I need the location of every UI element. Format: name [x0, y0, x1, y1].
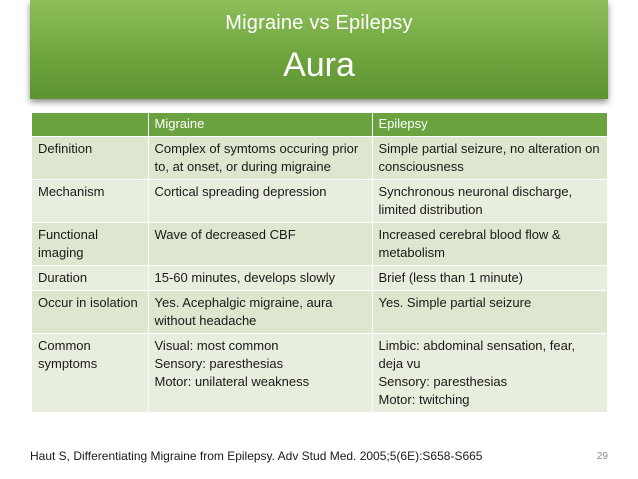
- symptom-line: Sensory: paresthesias: [378, 374, 508, 389]
- table-row: Occur in isolation Yes. Acephalgic migra…: [32, 290, 607, 334]
- epilepsy-cell: Increased cerebral blood flow & metaboli…: [371, 222, 607, 266]
- symptom-line: Visual: most common: [154, 338, 279, 353]
- epilepsy-cell: Brief (less than 1 minute): [371, 265, 607, 291]
- migraine-cell: Complex of symtoms occuring prior to, at…: [147, 136, 372, 180]
- symptom-line: Limbic: abdominal sensation, fear, deja …: [378, 338, 576, 371]
- row-label: Functional imaging: [32, 222, 148, 266]
- header-empty: [32, 113, 148, 137]
- row-label: Occur in isolation: [32, 290, 148, 334]
- table-row: Functional imaging Wave of decreased CBF…: [32, 222, 607, 266]
- row-label: Definition: [32, 136, 148, 180]
- migraine-cell: Cortical spreading depression: [147, 179, 372, 223]
- title-banner: Migraine vs Epilepsy Aura: [30, 0, 608, 99]
- row-label: Duration: [32, 265, 148, 291]
- slide-title: Migraine vs Epilepsy: [225, 12, 413, 34]
- migraine-cell: Visual: most common Sensory: paresthesia…: [147, 333, 372, 413]
- header-migraine: Migraine: [147, 113, 372, 137]
- migraine-cell: Wave of decreased CBF: [147, 222, 372, 266]
- table-row: Duration 15-60 minutes, develops slowly …: [32, 265, 607, 291]
- epilepsy-cell: Yes. Simple partial seizure: [371, 290, 607, 334]
- symptom-line: Motor: twitching: [378, 392, 470, 407]
- header-epilepsy: Epilepsy: [371, 113, 607, 137]
- migraine-cell: 15-60 minutes, develops slowly: [147, 265, 372, 291]
- table-row: Common symptoms Visual: most common Sens…: [32, 333, 607, 413]
- symptom-line: Motor: unilateral weakness: [154, 374, 310, 389]
- table-header-row: Migraine Epilepsy: [32, 113, 607, 137]
- page-number: 29: [596, 451, 608, 462]
- row-label: Common symptoms: [32, 333, 148, 413]
- epilepsy-cell: Simple partial seizure, no alteration on…: [371, 136, 607, 180]
- row-label: Mechanism: [32, 179, 148, 223]
- symptom-line: Sensory: paresthesias: [154, 356, 284, 371]
- epilepsy-cell: Synchronous neuronal discharge, limited …: [371, 179, 607, 223]
- table-row: Definition Complex of symtoms occuring p…: [32, 136, 607, 180]
- citation-text: Haut S, Differentiating Migraine from Ep…: [30, 449, 483, 463]
- epilepsy-cell: Limbic: abdominal sensation, fear, deja …: [371, 333, 607, 413]
- slide-subtitle: Aura: [283, 46, 355, 84]
- comparison-table: Migraine Epilepsy Definition Complex of …: [32, 113, 607, 413]
- table-row: Mechanism Cortical spreading depression …: [32, 179, 607, 223]
- migraine-cell: Yes. Acephalgic migraine, aura without h…: [147, 290, 372, 334]
